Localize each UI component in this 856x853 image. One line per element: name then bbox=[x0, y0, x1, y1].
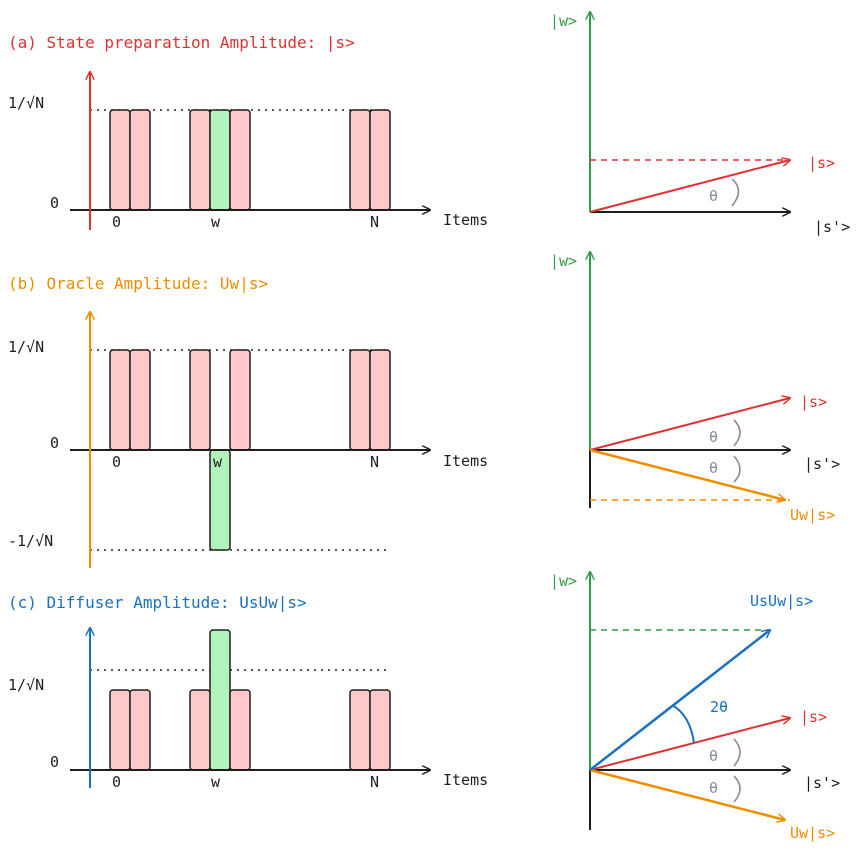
panel-a-x-label-w: w bbox=[211, 213, 221, 231]
geometry-b-theta-arc-lower bbox=[733, 455, 741, 483]
panel-b-bar bbox=[109, 349, 131, 451]
panel-b-title: (b) Oracle Amplitude: Uw|s> bbox=[8, 274, 268, 293]
panel-c-bar bbox=[369, 689, 391, 771]
panel-a-x-label-0: 0 bbox=[112, 213, 121, 231]
panel-a-bar bbox=[109, 109, 131, 211]
geometry-c-uws-label: Uw|s> bbox=[790, 824, 835, 842]
panel-b: (b) Oracle Amplitude: Uw|s> 1/√N 0 -1/√N… bbox=[8, 274, 488, 568]
panel-b-bar bbox=[229, 349, 251, 451]
geometry-b-s-vector bbox=[589, 398, 790, 451]
panel-c-bar bbox=[229, 689, 251, 771]
geometry-c-theta-arc-upper bbox=[733, 738, 741, 767]
panel-c-y-top-label: 1/√N bbox=[8, 676, 44, 694]
panel-a-bar bbox=[129, 109, 151, 211]
panel-a-bar bbox=[369, 109, 391, 211]
panel-c-bar bbox=[109, 689, 131, 771]
geometry-b: θ θ |w> |s> |s'> Uw|s> bbox=[550, 252, 840, 524]
panel-a-axis-label: Items bbox=[443, 211, 488, 229]
panel-a-bar bbox=[349, 109, 371, 211]
geometry-a-s-label: |s> bbox=[808, 154, 835, 172]
geometry-c-w-label: |w> bbox=[550, 572, 577, 590]
panel-a-x-label-n: N bbox=[370, 213, 379, 231]
panel-c-x-label-w: w bbox=[211, 773, 221, 791]
panel-c-bar-marked bbox=[209, 629, 231, 771]
geometry-b-uws-vector bbox=[589, 448, 785, 500]
panel-b-axis-label: Items bbox=[443, 452, 488, 470]
panel-c-axis-label: Items bbox=[443, 771, 488, 789]
geometry-c-s-vector bbox=[589, 718, 790, 771]
geometry-b-s-label: |s> bbox=[800, 393, 827, 411]
geometry-c-usuws-vector bbox=[589, 630, 770, 771]
panel-a-bar bbox=[229, 109, 251, 211]
geometry-b-theta-label-lower: θ bbox=[709, 459, 718, 477]
panel-a-y-zero-label: 0 bbox=[50, 194, 59, 212]
geometry-a: θ |w> |s> |s'> bbox=[550, 12, 850, 236]
geometry-a-w-label: |w> bbox=[550, 12, 577, 30]
geometry-a-s-vector bbox=[589, 160, 790, 213]
geometry-c-usuws-label: UsUw|s> bbox=[750, 592, 813, 610]
panel-a-title: (a) State preparation Amplitude: |s> bbox=[8, 33, 355, 52]
panel-b-bar bbox=[369, 349, 391, 451]
panel-c-bar bbox=[129, 689, 151, 771]
geometry-b-theta-label-upper: θ bbox=[709, 428, 718, 446]
geometry-c-two-theta-label: 2θ bbox=[710, 698, 728, 716]
geometry-c: 2θ θ θ |w> UsUw|s> |s> |s'> Uw|s> bbox=[550, 572, 840, 842]
panel-b-bar bbox=[349, 349, 371, 451]
geometry-c-theta-arc-lower bbox=[733, 775, 741, 803]
panel-b-y-top-label: 1/√N bbox=[8, 338, 44, 356]
panel-c-x-label-n: N bbox=[370, 773, 379, 791]
panel-b-x-label-n: N bbox=[370, 453, 379, 471]
panel-a-bar bbox=[189, 109, 211, 211]
geometry-c-uws-vector bbox=[589, 768, 785, 820]
geometry-a-theta-label: θ bbox=[709, 187, 718, 205]
panel-b-x-label-0: 0 bbox=[112, 453, 121, 471]
panel-b-y-neg-label: -1/√N bbox=[8, 532, 53, 550]
panel-c-title: (c) Diffuser Amplitude: UsUw|s> bbox=[8, 593, 307, 612]
geometry-c-theta-label-lower: θ bbox=[709, 779, 718, 797]
geometry-b-uws-label: Uw|s> bbox=[790, 506, 835, 524]
geometry-b-w-label: |w> bbox=[550, 252, 577, 270]
panel-c: (c) Diffuser Amplitude: UsUw|s> 1/√N 0 0… bbox=[8, 593, 488, 791]
geometry-c-two-theta-arc bbox=[671, 704, 695, 744]
panel-b-bar bbox=[189, 349, 211, 451]
panel-b-x-label-w: w bbox=[213, 453, 223, 471]
panel-b-y-zero-label: 0 bbox=[50, 434, 59, 452]
geometry-c-s-label: |s> bbox=[800, 708, 827, 726]
panel-b-bar bbox=[129, 349, 151, 451]
geometry-c-theta-label-upper: θ bbox=[709, 747, 718, 765]
panel-c-x-label-0: 0 bbox=[112, 773, 121, 791]
panel-c-bar bbox=[349, 689, 371, 771]
geometry-a-theta-arc bbox=[731, 178, 740, 207]
panel-a: (a) State preparation Amplitude: |s> 1/√… bbox=[8, 33, 488, 231]
panel-a-y-top-label: 1/√N bbox=[8, 94, 44, 112]
geometry-b-theta-arc-upper bbox=[733, 419, 741, 447]
geometry-c-sprime-label: |s'> bbox=[804, 774, 840, 792]
geometry-b-sprime-label: |s'> bbox=[804, 455, 840, 473]
panel-c-bar bbox=[189, 689, 211, 771]
panel-a-bar-marked bbox=[209, 109, 231, 211]
panel-c-y-zero-label: 0 bbox=[50, 753, 59, 771]
geometry-a-sprime-label: |s'> bbox=[814, 218, 850, 236]
